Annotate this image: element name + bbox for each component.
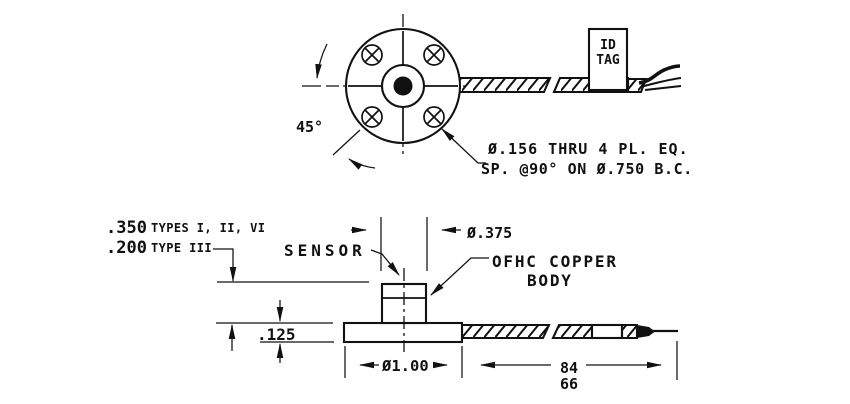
boss-diameter-dimension — [351, 217, 461, 271]
cable-length-dimension — [480, 341, 678, 380]
sensor-label: SENSOR — [284, 241, 366, 260]
flange-thickness-label: .125 — [257, 325, 296, 344]
body-label-line2: BODY — [527, 271, 573, 290]
sensor-leader — [370, 249, 400, 276]
id-tag-text-line1: ID — [600, 38, 616, 53]
hole-callout-line2: SP. @90° ON Ø.750 B.C. — [481, 160, 693, 178]
height-alt-value: .200 — [106, 238, 147, 258]
side-view: .350 TYPES I, II, VI .200 TYPE III .125 … — [106, 217, 678, 393]
angle-dimension-label: 45° — [296, 118, 323, 136]
flange-diameter-dimension — [344, 346, 463, 378]
mounting-flange — [342, 321, 464, 344]
bolt-holes — [361, 44, 445, 128]
height-primary-types: TYPES I, II, VI — [151, 221, 265, 235]
flange-top-view: ID TAG 45° Ø.156 THRU 4 PL. EQ. SP. @90°… — [296, 14, 693, 178]
lead-wires — [638, 64, 682, 91]
flange-diameter-label: Ø1.00 — [381, 357, 429, 375]
id-tag-text-line2: TAG — [596, 53, 620, 68]
angle-dimension — [315, 43, 376, 170]
hole-callout-leader — [441, 128, 486, 164]
body-label-line1: OFHC COPPER — [492, 252, 618, 271]
height-alt-types: TYPE III — [151, 241, 212, 255]
id-tag-box — [587, 27, 629, 92]
cable-tip — [637, 325, 655, 338]
body-callout-leader — [430, 257, 489, 296]
cable-length-lower: 66 — [560, 375, 578, 393]
hole-callout-line1: Ø.156 THRU 4 PL. EQ. — [487, 140, 689, 158]
height-primary-value: .350 — [106, 218, 147, 238]
boss-diameter-label: Ø.375 — [466, 224, 512, 242]
cable-length-upper: 84 — [560, 359, 578, 377]
cable-side-view — [460, 323, 678, 340]
height-dimension — [213, 248, 237, 351]
center-dot — [393, 76, 413, 96]
